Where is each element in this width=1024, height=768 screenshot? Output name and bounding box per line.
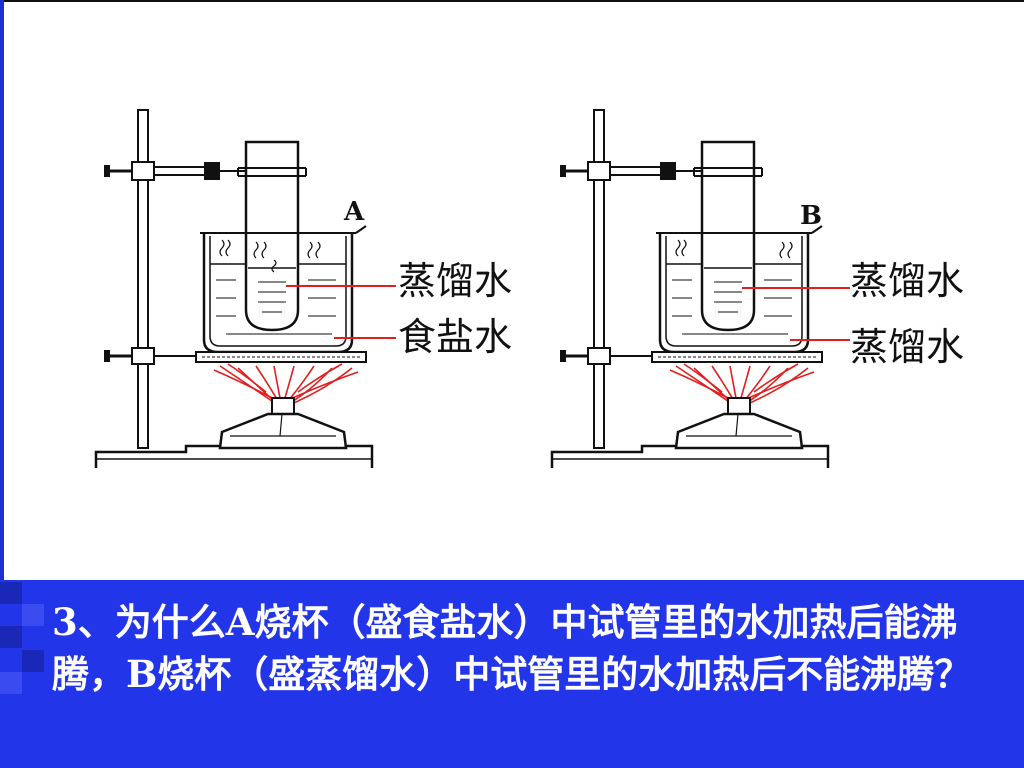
decor-square	[0, 626, 22, 648]
decor-square	[22, 650, 44, 672]
left-accent-bar	[0, 0, 4, 580]
question-panel	[0, 580, 1024, 768]
label-inner-a: 蒸馏水	[398, 259, 512, 303]
apparatus-a: A 蒸馏水 食盐水	[94, 108, 512, 470]
steam-marks-a	[219, 239, 321, 273]
label-letter-a: A	[343, 197, 365, 227]
top-border	[0, 0, 1024, 2]
apparatus-b: B 蒸馏水 蒸馏水	[550, 108, 964, 470]
experiment-diagram: A 蒸馏水 食盐水 B 蒸馏水 蒸馏水	[94, 108, 964, 470]
question-text: 3、为什么A烧杯（盛食盐水）中试管里的水加热后能沸腾，B烧杯（盛蒸馏水）中试管里…	[52, 600, 972, 696]
label-inner-b: 蒸馏水	[850, 259, 964, 303]
label-letter-b: B	[800, 201, 822, 231]
steam-marks-b	[675, 239, 793, 259]
label-outer-a: 食盐水	[398, 315, 512, 359]
decor-square	[0, 672, 22, 694]
decor-square	[22, 604, 44, 626]
label-outer-b: 蒸馏水	[850, 325, 964, 369]
decor-square	[0, 582, 22, 604]
